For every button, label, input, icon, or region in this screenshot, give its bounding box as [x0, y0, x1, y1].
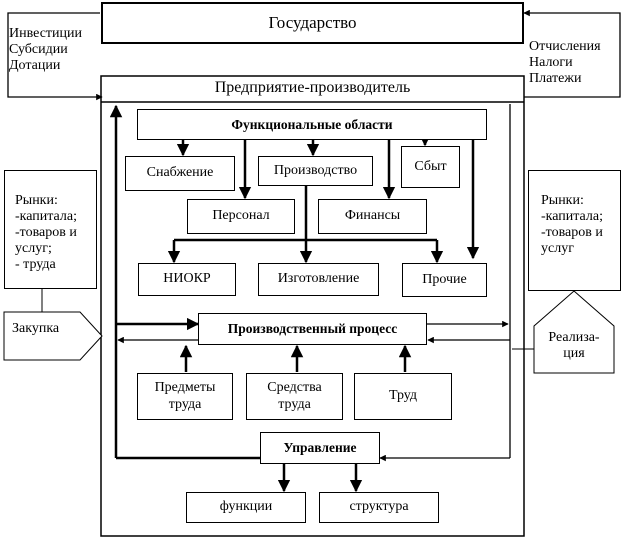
other-label: Прочие [422, 271, 467, 287]
objects-of-labor-box: Предметы труда [137, 373, 233, 420]
enterprise-label: Предприятие-производитель [214, 79, 411, 96]
sales-box: Сбыт [401, 146, 460, 188]
production-box: Производство [258, 156, 373, 186]
personnel-box: Персонал [187, 199, 295, 234]
enterprise-frame [100, 75, 525, 537]
finance-box: Финансы [318, 199, 427, 234]
sales-label: Сбыт [414, 158, 447, 174]
rnd-box: НИОКР [138, 263, 236, 296]
management-box: Управление [260, 432, 380, 464]
supply-box: Снабжение [125, 156, 235, 191]
realization-shape [533, 290, 615, 374]
production-process-label: Производственный процесс [227, 321, 398, 337]
other-box: Прочие [402, 263, 487, 297]
flow-enterprise-to-state [523, 9, 621, 98]
purchase-label: Закупка [12, 321, 60, 336]
rnd-label: НИОКР [163, 271, 211, 287]
means-of-labor-box: Средства труда [246, 373, 343, 420]
personnel-label: Персонал [212, 208, 270, 224]
state-to-enterprise-text: Инвестиции Субсидии Дотации [9, 26, 82, 73]
purchase-shape [3, 311, 103, 361]
functional-areas-box: Функциональные области [137, 109, 487, 140]
functions-box: функции [186, 492, 306, 523]
supply-label: Снабжение [146, 165, 214, 181]
labor-box: Труд [354, 373, 452, 420]
flow-state-to-enterprise [7, 12, 103, 101]
means-of-labor-label: Средства труда [267, 380, 322, 412]
labor-label: Труд [388, 388, 418, 404]
management-label: Управление [283, 440, 357, 456]
functions-label: функции [219, 499, 273, 515]
state-label: Государство [268, 13, 357, 33]
functional-areas-label: Функциональные области [231, 116, 393, 132]
manufacturing-label: Изготовление [277, 271, 360, 287]
realization-label: Реализа- ция [548, 330, 600, 361]
structure-label: структура [349, 499, 409, 515]
production-process-box: Производственный процесс [198, 313, 427, 345]
enterprise-to-state-text: Отчисления Налоги Платежи [529, 39, 601, 86]
structure-box: структура [319, 492, 439, 523]
objects-of-labor-label: Предметы труда [154, 380, 216, 412]
production-label: Производство [273, 162, 358, 178]
right-market-box: Рынки: -капитала; -товаров и услуг [528, 170, 621, 291]
right-market-text: Рынки: -капитала; -товаров и услуг [541, 193, 603, 256]
state-box: Государство [101, 2, 524, 44]
left-market-box: Рынки: -капитала; -товаров и услуг; - тр… [4, 170, 97, 289]
left-market-text: Рынки: -капитала; -товаров и услуг; - тр… [15, 193, 77, 272]
manufacturing-box: Изготовление [258, 263, 379, 296]
finance-label: Финансы [344, 208, 401, 224]
